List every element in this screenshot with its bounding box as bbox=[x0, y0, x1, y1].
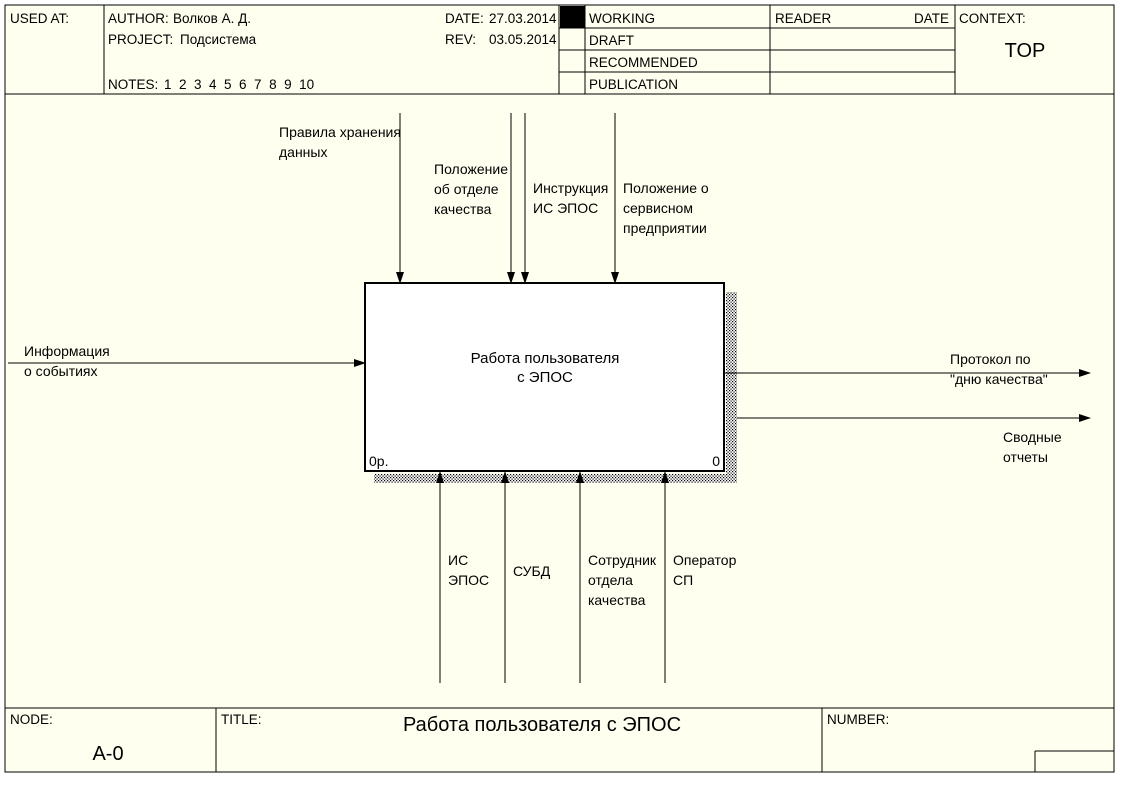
control-label-service-enterprise: Положение о сервисном предприятии bbox=[623, 180, 713, 236]
header bbox=[5, 5, 1114, 95]
notes-value: 1 2 3 4 5 6 7 8 9 10 bbox=[164, 77, 314, 92]
title-value: Работа пользователя с ЭПОС bbox=[403, 714, 681, 736]
mechanism-label-operator: Оператор СП bbox=[673, 552, 740, 588]
context-value: TOP bbox=[1005, 40, 1046, 62]
status-draft: DRAFT bbox=[589, 33, 634, 48]
control-label-storage-rules: Правила хранения данных bbox=[279, 124, 405, 160]
project-value: Подсистема bbox=[180, 32, 257, 47]
footer bbox=[5, 707, 1114, 772]
activity-cost: 0р. bbox=[369, 453, 388, 469]
output-label-quality-day-protocol: Протокол по "дню качества" bbox=[950, 351, 1048, 387]
control-label-quality-dept: Положение об отделе качества bbox=[434, 161, 512, 217]
status-publication: PUBLICATION bbox=[589, 77, 678, 92]
status-working: WORKING bbox=[589, 11, 655, 26]
author-value: Волков А. Д. bbox=[173, 11, 251, 26]
reader-label: READER bbox=[775, 11, 832, 26]
mechanism-label-quality-employee: Сотрудник отдела качества bbox=[588, 552, 660, 608]
node-value: А-0 bbox=[92, 743, 123, 765]
project-label: PROJECT: bbox=[108, 32, 173, 47]
used-at-label: USED AT: bbox=[10, 11, 69, 26]
mechanism-label-is-epos: ИС ЭПОС bbox=[448, 552, 489, 588]
context-label: CONTEXT: bbox=[959, 11, 1026, 26]
activity-box[interactable] bbox=[364, 282, 725, 472]
node-label: NODE: bbox=[10, 712, 53, 727]
date-value: 27.03.2014 bbox=[489, 11, 557, 26]
control-label-epos-instruction: Инструкция ИС ЭПОС bbox=[533, 180, 612, 216]
notes-label: NOTES: bbox=[108, 77, 158, 92]
activity-number: 0 bbox=[712, 453, 720, 469]
rev-label: REV: bbox=[445, 32, 476, 47]
activity-name-line2: с ЭПОС bbox=[517, 369, 573, 386]
number-label: NUMBER: bbox=[827, 712, 889, 727]
output-label-summary-reports: Сводные отчеты bbox=[1003, 429, 1066, 465]
date-label: DATE: bbox=[445, 11, 484, 26]
activity-name-line1: Работа пользователя bbox=[471, 350, 620, 367]
rev-value: 03.05.2014 bbox=[489, 32, 557, 47]
status-recommended: RECOMMENDED bbox=[589, 55, 698, 70]
mechanism-label-dbms: СУБД bbox=[513, 563, 551, 579]
input-label-events-info: Информация о событиях bbox=[24, 343, 114, 379]
title-label: TITLE: bbox=[221, 712, 262, 727]
working-status-marker bbox=[560, 6, 585, 28]
reader-date-label: DATE bbox=[914, 11, 949, 26]
author-label: AUTHOR: bbox=[108, 11, 169, 26]
